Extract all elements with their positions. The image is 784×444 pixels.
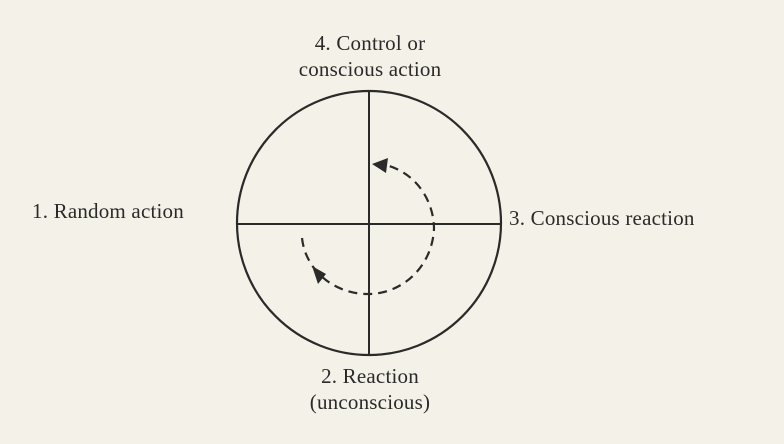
arrowhead-lower-left	[312, 266, 326, 284]
label-top-line2: conscious action	[298, 57, 442, 81]
label-random-action: 1. Random action	[32, 198, 184, 224]
label-conscious-reaction: 3. Conscious reaction	[509, 205, 695, 231]
label-left-number: 1.	[32, 199, 49, 223]
label-bottom-number: 2.	[321, 364, 338, 388]
label-right-text: Conscious reaction	[530, 206, 695, 230]
label-control-conscious-action: 4. Control or conscious action	[230, 30, 510, 82]
label-right-number: 3.	[509, 206, 526, 230]
label-top-number: 4.	[314, 31, 331, 55]
label-top-line1: Control or	[336, 31, 426, 55]
label-bottom-line2: (unconscious)	[309, 390, 431, 414]
label-reaction-unconscious: 2. Reaction (unconscious)	[230, 363, 510, 415]
dashed-cycle-arc	[300, 162, 436, 296]
label-bottom-line1: Reaction	[342, 364, 419, 388]
label-left-text: Random action	[53, 199, 184, 223]
arrowhead-top	[372, 158, 388, 173]
